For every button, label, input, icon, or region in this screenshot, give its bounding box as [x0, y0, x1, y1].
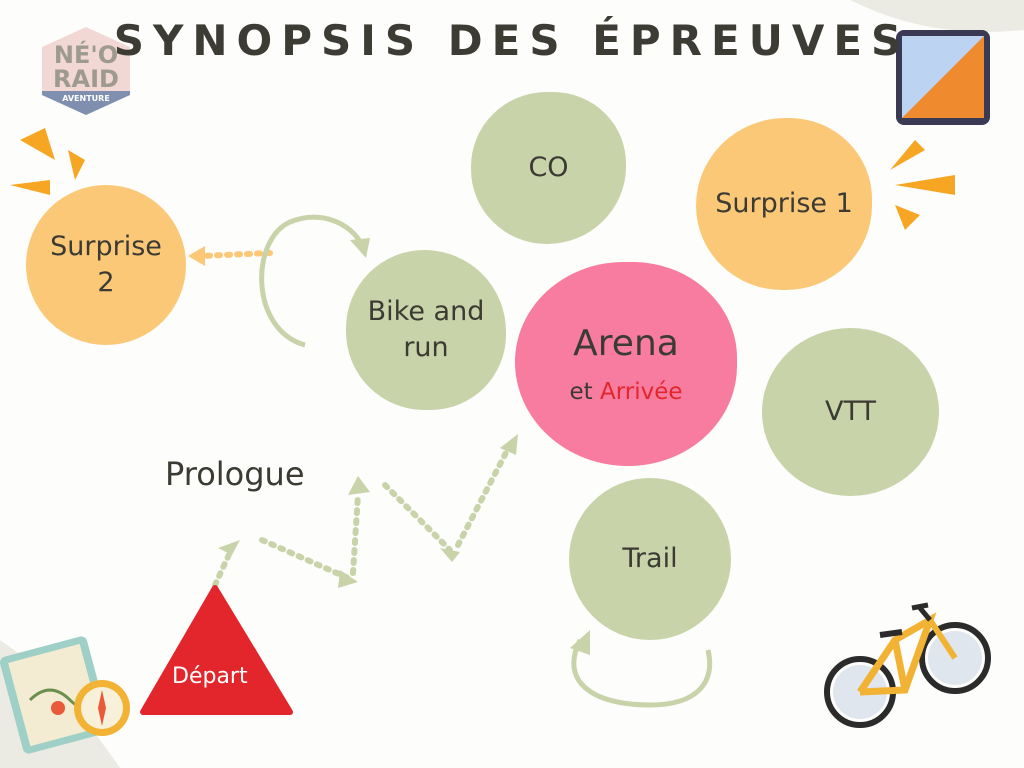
- node-label: Surprise: [50, 230, 162, 262]
- node-label: 2: [97, 267, 115, 298]
- corner-shape: [850, 0, 1024, 32]
- node-vtt: VTT: [762, 328, 939, 496]
- orienteering-flag-icon: [896, 30, 990, 125]
- depart-label: Départ: [172, 664, 248, 689]
- node-surprise-1: Surprise 1: [696, 118, 872, 290]
- arrow-heads: [218, 434, 518, 588]
- node-label: CO: [528, 151, 569, 183]
- arrow-head: [188, 246, 205, 266]
- neoraid-logo: NÉ'O RAID AVENTURE: [38, 25, 134, 117]
- svg-text:NÉ'O: NÉ'O: [54, 40, 118, 69]
- node-label: VTT: [825, 395, 876, 427]
- node-surprise-2: Surprise 2: [26, 185, 186, 345]
- dotted-route: [197, 250, 513, 588]
- node-label: run: [403, 332, 449, 363]
- node-label: Trail: [622, 542, 678, 574]
- map-compass-icon: [0, 636, 130, 754]
- node-label: Arena: [573, 323, 679, 365]
- svg-text:AVENTURE: AVENTURE: [62, 94, 110, 103]
- node-label: Arrivée: [599, 378, 683, 405]
- page-title: SYNOPSIS DES ÉPREUVES: [113, 16, 911, 65]
- bicycle-icon: [824, 602, 991, 728]
- node-bike-and-run: Bike and run: [346, 250, 506, 410]
- curved-arrow-icon: [571, 638, 713, 708]
- curved-arrow-icon: [259, 214, 365, 348]
- node-label: Bike and: [367, 295, 485, 327]
- node-co: CO: [471, 92, 626, 244]
- depart-triangle: [140, 585, 293, 715]
- sparkle-icon: [10, 128, 955, 230]
- node-label: Surprise 1: [715, 187, 853, 219]
- svg-text:RAID: RAID: [53, 65, 119, 93]
- prologue-label: Prologue: [165, 455, 305, 493]
- node-arena: Arena et Arrivée: [515, 262, 737, 466]
- node-label: et: [569, 378, 593, 405]
- node-trail: Trail: [569, 478, 731, 640]
